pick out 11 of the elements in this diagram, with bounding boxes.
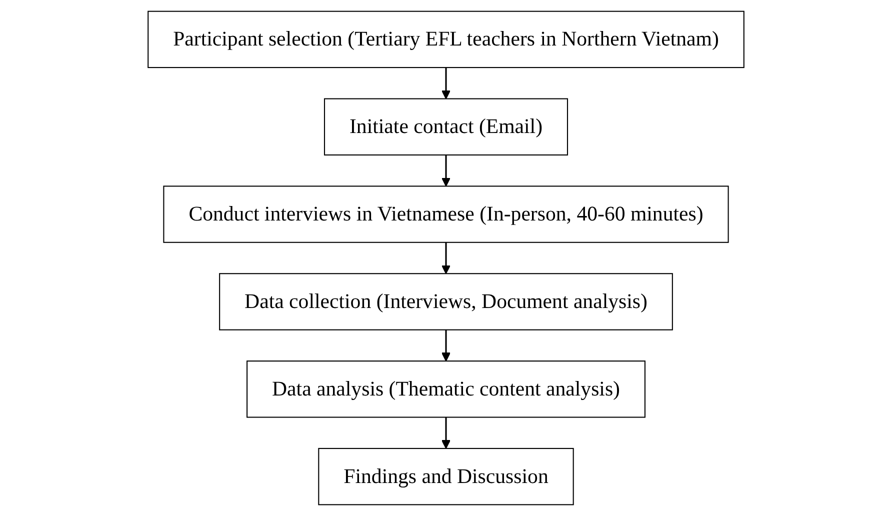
arrow [440,417,450,449]
arrow [440,242,450,274]
node-box: Data analysis (Thematic content analysis) [246,360,645,418]
arrow [440,154,450,187]
node-box: Initiate contact (Email) [323,98,568,156]
node-box: Conduct interviews in Vietnamese (In-person, 40-60 minutes) [162,186,728,243]
node-box: Participant selection (Tertiary EFL teachers in Northern Vietnam) [147,10,744,68]
node-box: Data collection (Interviews, Document analysis) [218,273,672,330]
arrow [440,68,450,100]
node-box: Findings and Discussion [318,448,574,506]
arrow [440,330,450,362]
